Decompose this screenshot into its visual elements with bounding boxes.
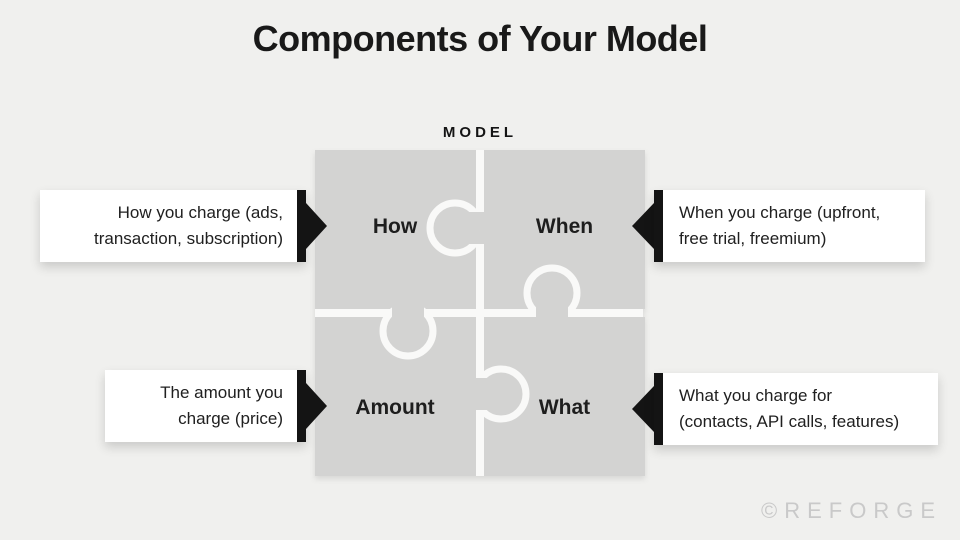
callout-text: free trial, freemium) bbox=[679, 229, 827, 248]
callout-text: (contacts, API calls, features) bbox=[679, 412, 900, 431]
callout-text: When you charge (upfront, bbox=[679, 203, 881, 222]
callout-what-box: What you charge for (contacts, API calls… bbox=[654, 373, 938, 445]
callout-how: How you charge (ads, transaction, subscr… bbox=[40, 190, 327, 262]
model-label: MODEL bbox=[442, 124, 518, 141]
puzzle-label-how: How bbox=[372, 215, 418, 238]
callout-when: When you charge (upfront, free trial, fr… bbox=[632, 190, 925, 262]
reforge-watermark: ©REFORGE bbox=[761, 498, 942, 523]
page-title: Components of Your Model bbox=[252, 18, 708, 59]
callout-text: transaction, subscription) bbox=[94, 229, 283, 248]
callout-text: What you charge for bbox=[679, 386, 833, 405]
callout-amount: The amount you charge (price) bbox=[105, 370, 327, 442]
puzzle-label-what: What bbox=[538, 396, 591, 419]
callout-when-box: When you charge (upfront, free trial, fr… bbox=[654, 190, 925, 262]
arrow-right-icon bbox=[306, 203, 327, 249]
callout-text: The amount you bbox=[160, 383, 283, 402]
arrow-right-icon bbox=[306, 383, 327, 429]
puzzle-label-amount: Amount bbox=[355, 396, 435, 419]
callout-amount-box: The amount you charge (price) bbox=[105, 370, 306, 442]
callout-what: What you charge for (contacts, API calls… bbox=[632, 373, 938, 445]
puzzle-label-when: When bbox=[535, 215, 594, 238]
callout-text: charge (price) bbox=[178, 409, 283, 428]
puzzle-graphic bbox=[315, 150, 645, 476]
arrow-left-icon bbox=[632, 203, 654, 249]
callout-how-box: How you charge (ads, transaction, subscr… bbox=[40, 190, 306, 262]
arrow-left-icon bbox=[632, 386, 654, 432]
callout-text: How you charge (ads, bbox=[117, 203, 283, 222]
